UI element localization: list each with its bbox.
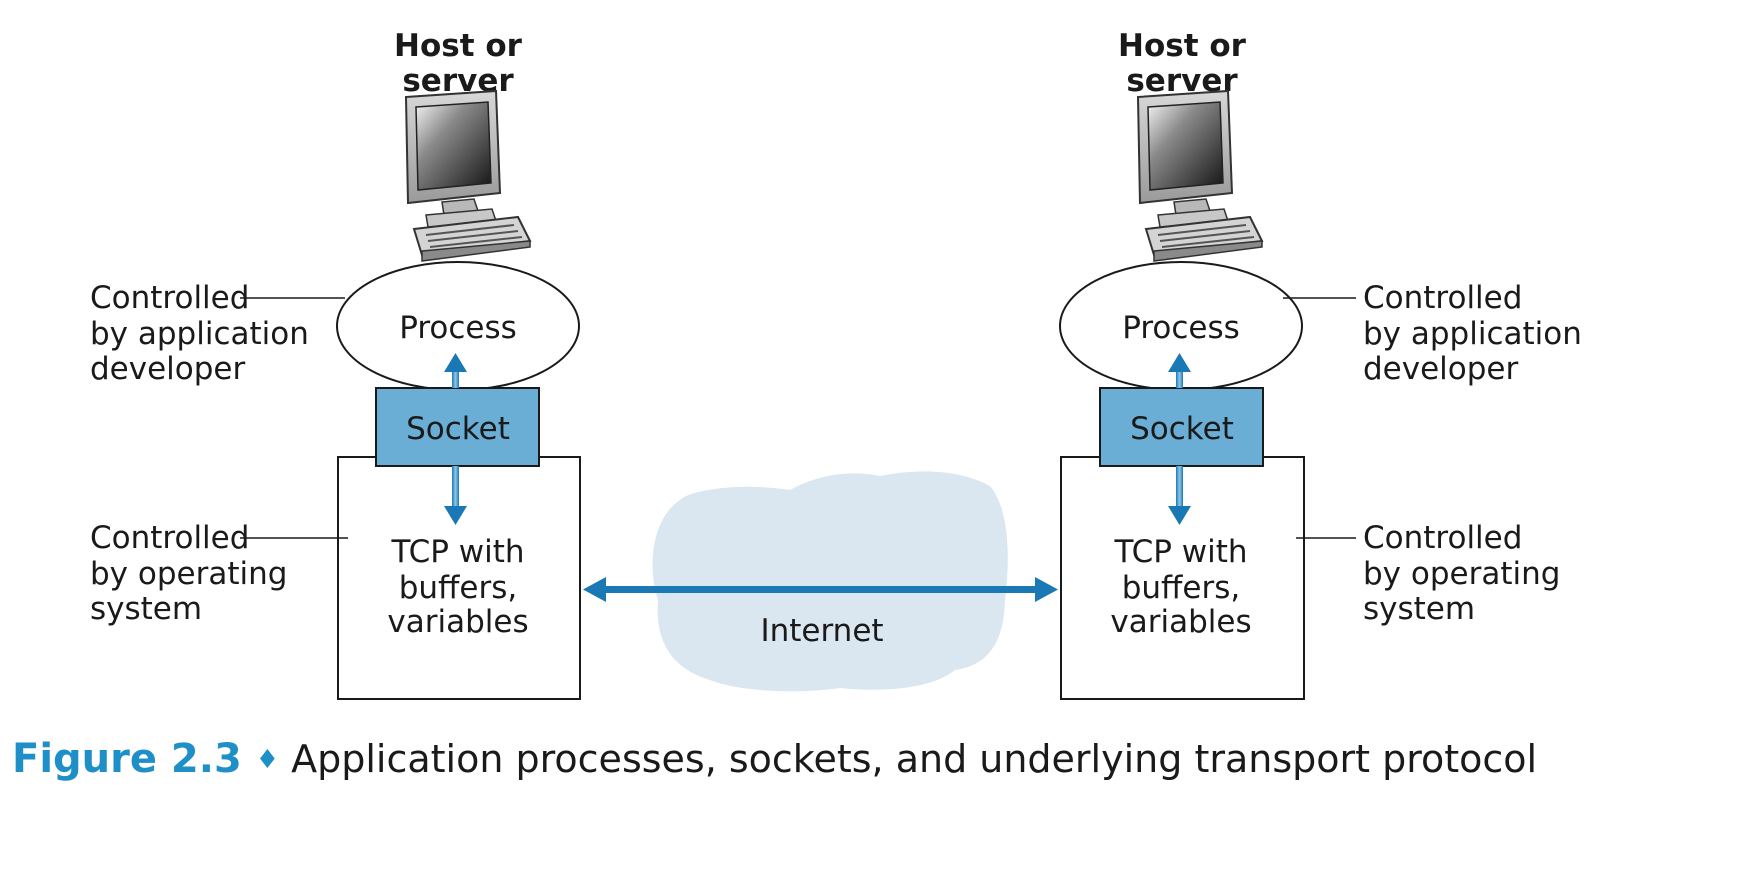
figure-caption: Figure 2.3 ♦ Application processes, socket…	[12, 736, 1537, 782]
right-os-note-line1: Controlled	[1363, 520, 1522, 556]
right-socket-tcp-arrow	[1168, 466, 1191, 525]
left-os-note-line3: system	[90, 591, 202, 627]
caption-description: Application processes, sockets, and unde…	[291, 737, 1537, 781]
caption-number: Figure 2.3	[12, 736, 242, 782]
left-socket-label: Socket	[406, 411, 510, 447]
left-socket-process-arrow	[444, 353, 467, 388]
left-tcp-line3: variables	[387, 604, 528, 640]
left-tcp-line1: TCP with	[390, 534, 524, 570]
left-socket-box	[375, 387, 540, 467]
cloud-shape	[652, 471, 1008, 692]
internet-cloud: Internet	[652, 471, 1008, 692]
right-tcp-line2: buffers,	[1122, 570, 1241, 606]
left-app-note-line1: Controlled	[90, 280, 249, 316]
left-desktop-computer-icon	[405, 90, 531, 262]
right-host: Host or server Process TCP with buffers,…	[1059, 28, 1582, 700]
left-process-label: Process	[399, 310, 517, 346]
left-app-note-line3: developer	[90, 351, 245, 387]
left-app-note-line2: by application	[90, 316, 309, 352]
right-socket-label: Socket	[1130, 411, 1234, 447]
left-host: Host or server Process TCP with buffers,…	[90, 28, 581, 700]
right-app-note-line1: Controlled	[1363, 280, 1522, 316]
left-tcp-line2: buffers,	[399, 570, 518, 606]
right-socket-process-arrow	[1168, 353, 1191, 388]
left-os-note-line1: Controlled	[90, 520, 249, 556]
right-process-label: Process	[1122, 310, 1240, 346]
right-tcp-line1: TCP with	[1113, 534, 1247, 570]
right-os-note-line2: by operating	[1363, 556, 1560, 592]
right-tcp-line3: variables	[1110, 604, 1251, 640]
caption-separator: ♦	[256, 745, 279, 775]
right-desktop-computer-icon	[1137, 90, 1263, 262]
right-app-note-line3: developer	[1363, 351, 1518, 387]
internet-label: Internet	[760, 613, 883, 649]
caption-text: Figure 2.3 ♦ Application processes, socket…	[12, 736, 1537, 782]
right-app-note-line2: by application	[1363, 316, 1582, 352]
left-os-note-line2: by operating	[90, 556, 287, 592]
left-host-title-line1: Host or	[394, 28, 523, 64]
tcp-connection-arrow	[583, 577, 1058, 602]
right-os-note-line3: system	[1363, 591, 1475, 627]
right-host-title-line1: Host or	[1118, 28, 1247, 64]
left-socket-tcp-arrow	[444, 466, 467, 525]
